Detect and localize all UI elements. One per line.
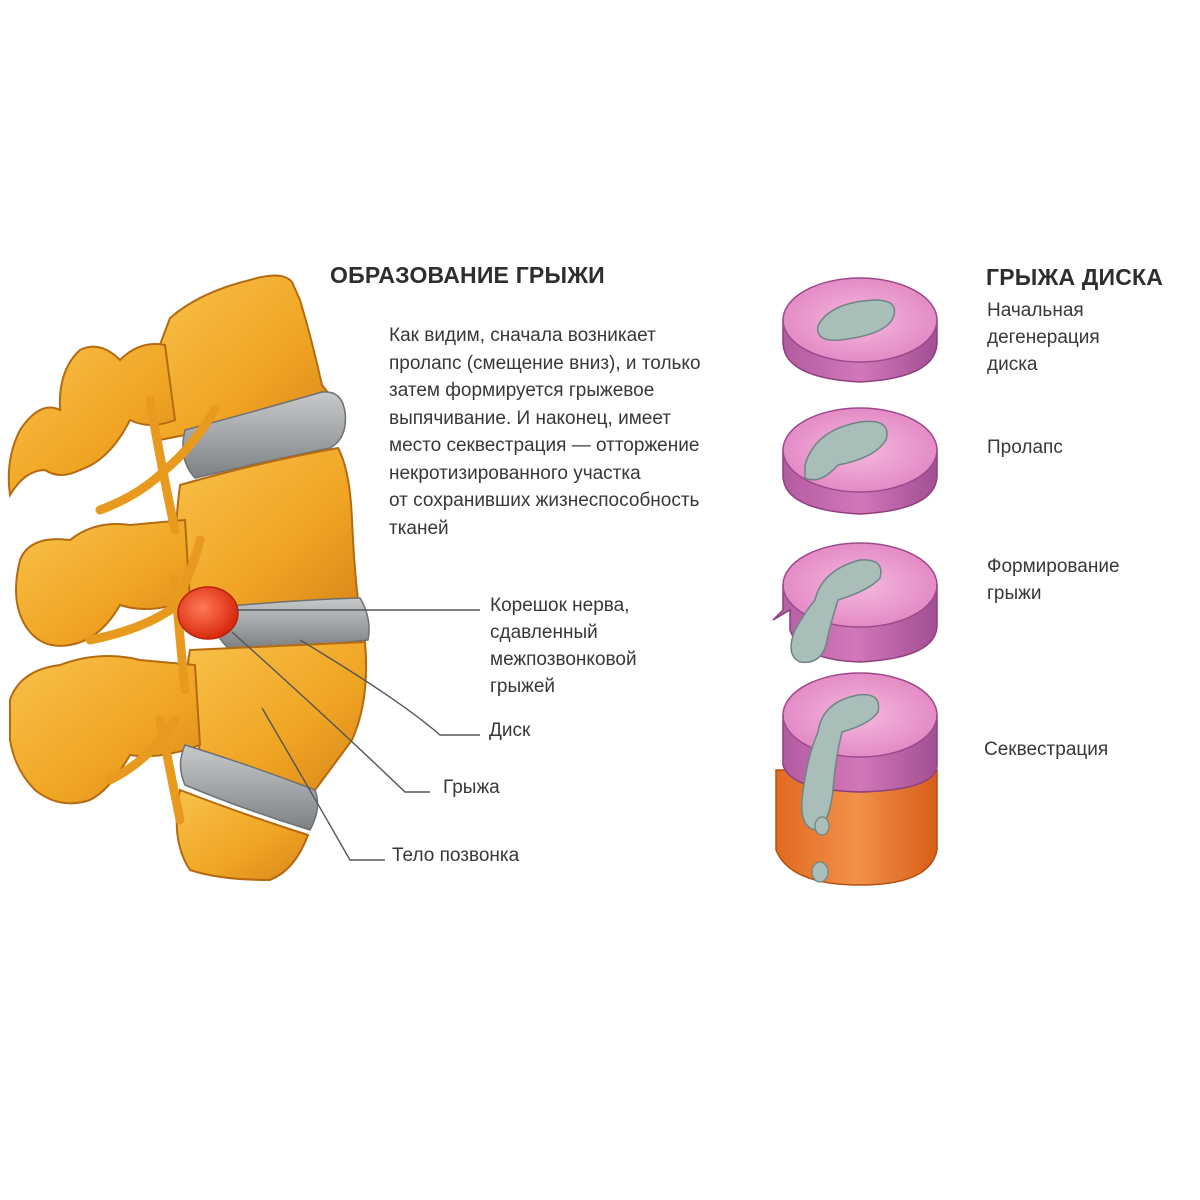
stage-1-label: Начальная дегенерация диска	[987, 300, 1100, 375]
nucleus-stage-3	[790, 559, 882, 664]
disc-top	[182, 391, 347, 479]
description-line: тканей	[389, 517, 449, 539]
label-vertebra-body: Тело позвонка	[392, 845, 520, 866]
sequestrated-fragment-1	[814, 816, 830, 836]
vertebra-process-middle	[15, 518, 192, 647]
description-line: место секвестрация — отторжение	[389, 435, 700, 456]
leader-hernia	[231, 631, 430, 793]
nucleus-stage-2	[804, 420, 888, 481]
right-title: ГРЫЖА ДИСКА	[986, 264, 1164, 290]
label-disc: Диск	[489, 720, 531, 741]
stage-3-label: Формирование грыжи	[987, 556, 1120, 604]
nucleus-stage-1	[816, 299, 896, 341]
disc-stage-3	[772, 542, 938, 664]
description-line: от сохранивших жизнеспособность	[389, 490, 700, 511]
stage-4-label: Секвестрация	[984, 739, 1109, 760]
disc-lower	[179, 744, 319, 831]
disc-stage-1	[782, 277, 938, 383]
left-title: ОБРАЗОВАНИЕ ГРЫЖИ	[330, 262, 605, 288]
disc-stage-4	[775, 672, 938, 886]
nerve-roots	[85, 395, 220, 825]
description-line: выпячивание. И наконец, имеет	[389, 407, 671, 429]
label-hernia: Грыжа	[443, 777, 500, 798]
herniation-red	[177, 586, 239, 640]
description-line: пролапс (смещение вниз), и только	[389, 352, 701, 374]
vertebra-body-bottom	[175, 788, 310, 882]
leader-vertebra	[261, 707, 385, 861]
spine-illustration	[7, 274, 370, 882]
description-line: затем формируется грыжевое	[389, 380, 655, 401]
description-line: некротизированного участка	[389, 462, 641, 484]
nucleus-stage-4	[801, 693, 880, 831]
description: Как видим, сначала возникает пролапс (см…	[389, 322, 701, 542]
disc-stage-2	[782, 407, 938, 515]
description-line: Как видим, сначала возникает	[389, 325, 656, 346]
leader-disc	[299, 639, 480, 736]
label-nerve-root: Корешок нерва, сдавленный межпозвонковой…	[490, 595, 637, 697]
leader-lines	[231, 609, 480, 861]
sequestrated-fragment-2	[811, 861, 829, 883]
stage-2-label: Пролапс	[987, 437, 1063, 458]
